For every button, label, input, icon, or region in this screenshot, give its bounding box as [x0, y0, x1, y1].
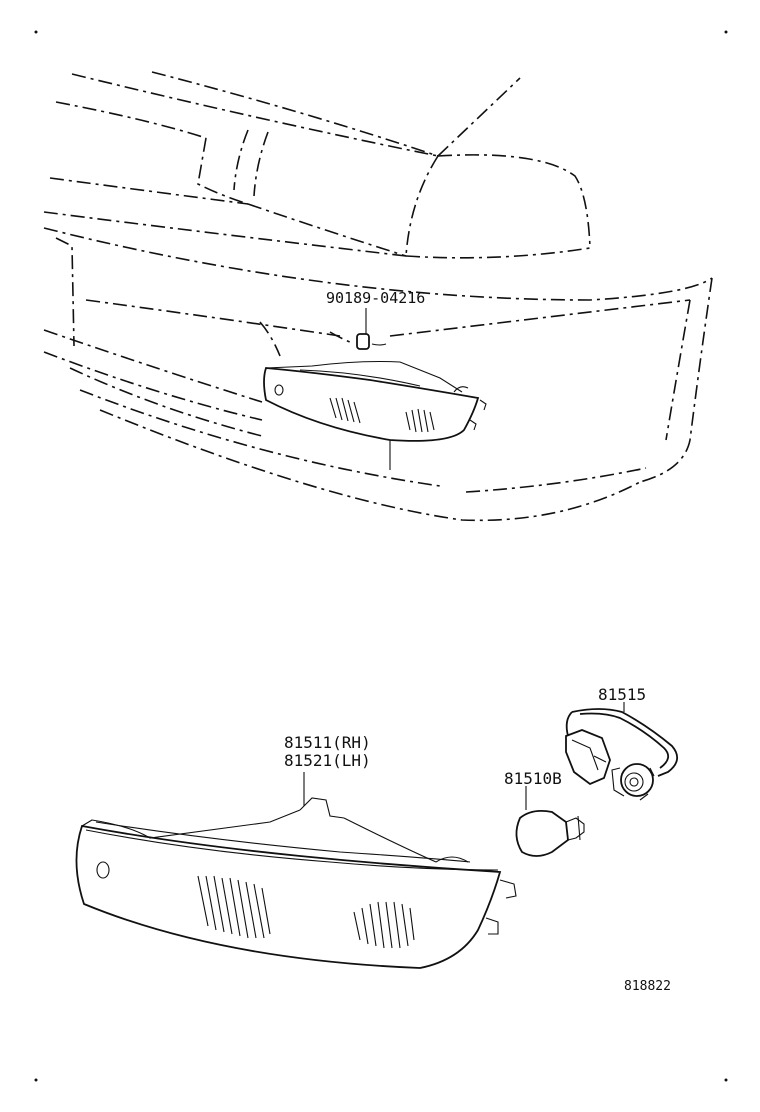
lamp-part-number-rh: 81511(RH)	[284, 733, 371, 752]
vehicle-front-phantom-outline	[43, 71, 713, 522]
socket-wire-part-number: 81515	[598, 685, 646, 704]
bulb-part-number: 81510B	[504, 769, 562, 788]
turn-signal-lamp-installed	[263, 360, 487, 470]
clip-part-number: 90189-04216	[326, 289, 425, 307]
lamp-lens-ribs-left	[197, 875, 271, 939]
turn-signal-lamp-exploded	[75, 772, 517, 969]
bulb-drawing	[515, 786, 585, 857]
registration-marks	[34, 30, 728, 1082]
lamp-part-number-lh: 81521(LH)	[284, 751, 371, 770]
clip-part-drawing	[356, 308, 387, 350]
lamp-lens-ribs-small	[329, 397, 435, 433]
illustration-code: 818822	[624, 979, 671, 994]
lamp-lens-ribs-right	[353, 901, 415, 949]
socket-wire-drawing	[565, 702, 678, 801]
